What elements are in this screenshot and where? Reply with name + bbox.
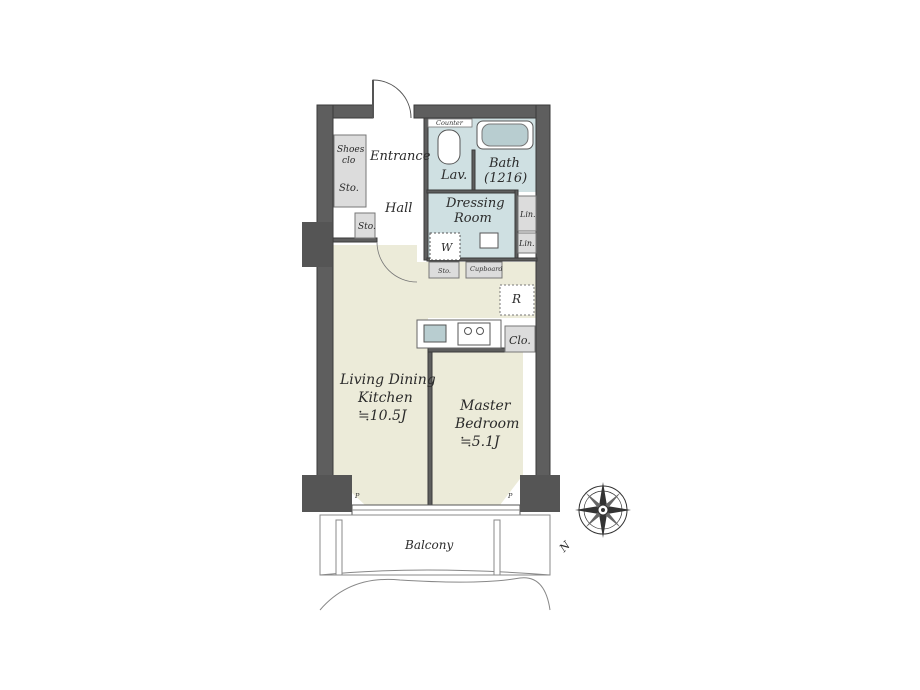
bedroom-label-2: Bedroom <box>454 416 519 432</box>
cupboard-label: Cupboard <box>470 265 503 273</box>
dressing-room-label: Room <box>453 211 492 226</box>
fridge <box>499 284 535 316</box>
fridge-label: R <box>511 292 521 306</box>
lin-label-2: Lin. <box>518 239 535 248</box>
shoes-closet-floor <box>333 134 367 208</box>
bedroom-size-label: ≒5.1J <box>460 434 501 450</box>
washer <box>429 232 461 261</box>
pipe-right-label: P <box>507 492 513 500</box>
pipe-left-label: P <box>354 492 360 500</box>
labels: Entrance Hall Shoes clo Sto. Sto. Lav. B… <box>337 119 573 555</box>
entry-door <box>372 79 412 119</box>
compass-n-label: N <box>556 539 573 556</box>
entrance-label: Entrance <box>369 149 431 164</box>
bedroom-floor <box>432 352 523 505</box>
counter <box>427 118 473 128</box>
closet-label: Clo. <box>509 334 531 347</box>
balcony-floor <box>319 514 551 576</box>
bath-size-label: (1216) <box>484 171 527 186</box>
lin-label-1: Lin. <box>519 210 536 219</box>
hall-label: Hall <box>384 201 412 216</box>
ldk-label-2: Kitchen <box>357 390 413 406</box>
balcony-label: Balcony <box>404 538 453 552</box>
sto-small-label: Sto. <box>438 267 451 275</box>
washer-label: W <box>441 241 454 254</box>
compass-rose <box>575 482 631 538</box>
walls <box>302 104 560 516</box>
ldk-label-1: Living Dining <box>339 372 436 388</box>
hall-sto-label: Sto. <box>358 222 376 232</box>
shoes-sto-label: Sto. <box>339 183 359 194</box>
bedroom-label-1: Master <box>459 398 512 414</box>
shoes-clo-label-2: clo <box>342 156 356 166</box>
dressing-label: Dressing <box>445 196 505 211</box>
lav-label: Lav. <box>440 168 467 183</box>
bath-label: Bath <box>488 156 520 171</box>
counter-label: Counter <box>436 119 464 127</box>
ldk-size-label: ≒10.5J <box>358 408 408 424</box>
shoes-clo-label: Shoes <box>337 145 365 155</box>
fixtures <box>319 79 551 611</box>
